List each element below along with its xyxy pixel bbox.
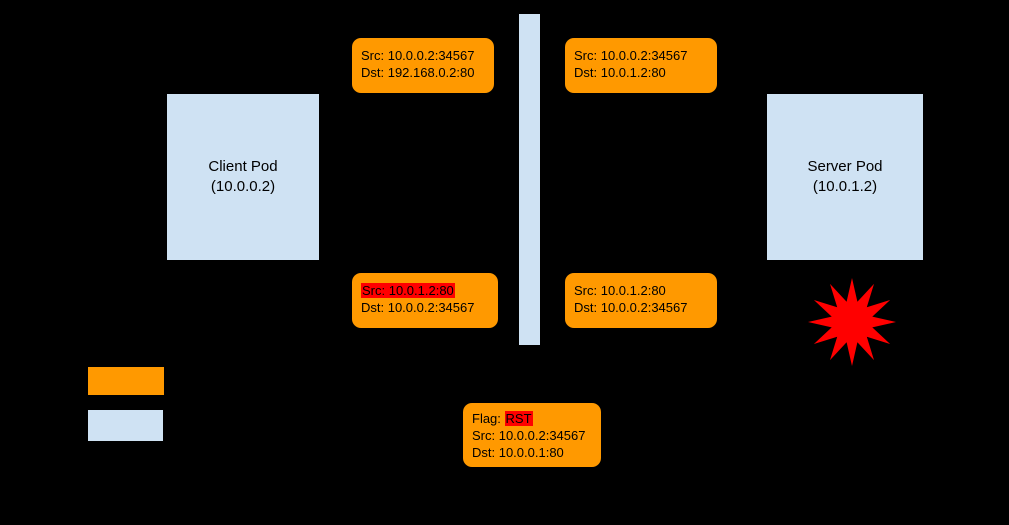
highlighted-src-text: Src: 10.0.1.2:80 bbox=[361, 283, 455, 298]
legend-packet-swatch bbox=[88, 367, 164, 395]
packet-src: Src: 10.0.1.2:80 bbox=[574, 283, 666, 298]
client-pod-ip: (10.0.0.2) bbox=[210, 178, 276, 195]
packet-dst: Dst: 192.168.0.2:80 bbox=[361, 65, 475, 80]
packet-src: Src: 10.0.0.2:34567 bbox=[574, 48, 688, 63]
packet-label-post-dnat: Src: 10.0.0.2:34567 Dst: 10.0.1.2:80 bbox=[565, 38, 717, 93]
packet-label-reply-unrewritten: Src: 10.0.1.2:80 Dst: 10.0.0.2:34567 bbox=[352, 273, 498, 328]
packet-label-rst: Flag: RST Src: 10.0.0.2:34567 Dst: 10.0.… bbox=[463, 403, 601, 467]
packet-label-reply-from-server: Src: 10.0.1.2:80 Dst: 10.0.0.2:34567 bbox=[565, 273, 717, 328]
packet-src-highlighted: Src: 10.0.1.2:80 bbox=[361, 282, 489, 299]
flag-label: Flag: bbox=[472, 411, 505, 426]
packet-dst: Dst: 10.0.0.2:34567 bbox=[361, 300, 475, 315]
packet-dst: Dst: 10.0.0.1:80 bbox=[472, 445, 564, 460]
server-pod-box: Server Pod (10.0.1.2) bbox=[767, 94, 923, 260]
client-pod-box: Client Pod (10.0.0.2) bbox=[167, 94, 319, 260]
packet-label-client-to-service: Src: 10.0.0.2:34567 Dst: 192.168.0.2:80 bbox=[352, 38, 494, 93]
packet-src: Src: 10.0.0.2:34567 bbox=[472, 428, 586, 443]
client-pod-name: Client Pod bbox=[208, 158, 278, 175]
node-boundary-bar-icon bbox=[519, 14, 540, 345]
packet-flag-line: Flag: RST bbox=[472, 410, 592, 427]
explosion-icon bbox=[808, 278, 896, 366]
server-pod-ip: (10.0.1.2) bbox=[812, 178, 878, 195]
legend-pod-swatch bbox=[88, 410, 163, 441]
packet-dst: Dst: 10.0.1.2:80 bbox=[574, 65, 666, 80]
flag-value-highlighted: RST bbox=[504, 411, 533, 426]
packet-src: Src: 10.0.0.2:34567 bbox=[361, 48, 475, 63]
server-pod-name: Server Pod bbox=[807, 158, 883, 175]
packet-dst: Dst: 10.0.0.2:34567 bbox=[574, 300, 688, 315]
